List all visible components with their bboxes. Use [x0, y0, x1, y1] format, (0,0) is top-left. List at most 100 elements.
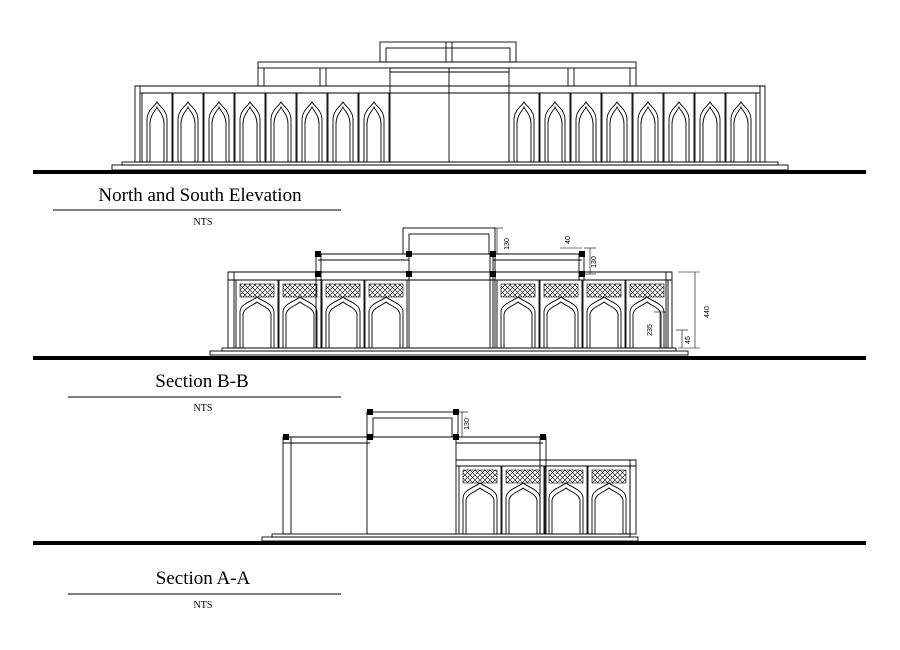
arch-outline	[575, 101, 597, 162]
arch-inner-outline	[702, 105, 718, 162]
arch-inner-outline	[733, 105, 749, 162]
arch-bay	[570, 92, 602, 163]
end-pillar	[759, 85, 766, 163]
arch-bay	[203, 92, 235, 163]
post-cap	[579, 271, 585, 277]
arch-outline	[637, 101, 659, 162]
post-cap	[315, 251, 321, 257]
post-cap	[315, 271, 321, 277]
lattice-screen	[325, 283, 361, 298]
lattice-screen	[239, 283, 275, 298]
lattice-screen	[462, 469, 498, 484]
dim-130-top: 130	[504, 238, 511, 250]
arch-outline	[730, 101, 752, 162]
arch-outline	[548, 482, 584, 534]
lattice-screen	[629, 283, 665, 298]
section-aa	[33, 409, 866, 545]
arch-inner-outline	[180, 105, 196, 162]
dim-130-aa: 130	[464, 418, 471, 430]
arch-inner-outline	[328, 301, 358, 348]
section-bb	[33, 227, 866, 360]
lattice-screen	[282, 283, 318, 298]
lattice-screen	[548, 469, 584, 484]
arch-bay	[587, 465, 631, 535]
dim-130-beam: 130	[591, 256, 598, 268]
elevation-scale-note: NTS	[194, 217, 213, 228]
arch-inner-outline	[366, 105, 382, 162]
arch-outline	[699, 101, 721, 162]
arch-inner-outline	[285, 301, 315, 348]
arch-outline	[208, 101, 230, 162]
post-cap	[406, 251, 412, 257]
arch-bay	[632, 92, 664, 163]
arch-bay	[327, 92, 359, 163]
arch-inner-outline	[589, 301, 619, 348]
end-pillar	[282, 436, 292, 535]
arch-inner-outline	[371, 301, 401, 348]
arch-inner-outline	[304, 105, 320, 162]
top-frame-inner	[372, 417, 453, 438]
arch-inner-outline	[242, 105, 258, 162]
arch-bay	[663, 92, 695, 163]
arch-bay	[235, 279, 279, 349]
arch-outline	[606, 101, 628, 162]
step	[111, 164, 789, 171]
arch-bay	[508, 92, 540, 163]
arch-outline	[282, 296, 318, 348]
post-cap	[367, 409, 373, 415]
dim-440: 440	[704, 306, 711, 318]
arch-inner-outline	[609, 105, 625, 162]
arch-bay	[625, 279, 669, 349]
central-block	[389, 67, 510, 163]
arch-bay	[296, 92, 328, 163]
pergola-beam	[257, 61, 637, 69]
arch-bay	[582, 279, 626, 349]
arch-bay	[364, 279, 408, 349]
arch-outline	[301, 101, 323, 162]
step	[221, 347, 677, 352]
lattice-screen	[543, 283, 579, 298]
lattice-screen	[500, 283, 536, 298]
arch-outline	[332, 101, 354, 162]
arch-bay	[501, 465, 545, 535]
arch-inner-outline	[503, 301, 533, 348]
arch-bay	[321, 279, 365, 349]
dim-40: 40	[565, 236, 572, 244]
dim-235: 235	[647, 324, 654, 336]
end-pillar	[227, 271, 235, 349]
arch-bay	[172, 92, 204, 163]
arch-inner-outline	[632, 301, 662, 348]
arch-bay	[544, 465, 588, 535]
arch-bay	[601, 92, 633, 163]
arch-outline	[363, 101, 385, 162]
lattice-screen	[591, 469, 627, 484]
north-south-elevation	[33, 41, 866, 174]
post-cap	[540, 434, 546, 440]
step	[209, 350, 689, 356]
section-aa-scale-note: NTS	[194, 600, 213, 611]
arch-inner-outline	[546, 301, 576, 348]
arch-outline	[239, 101, 261, 162]
arch-outline	[239, 296, 275, 348]
arch-outline	[544, 101, 566, 162]
top-frame	[379, 41, 517, 63]
end-pillar	[134, 85, 141, 163]
central-block	[366, 436, 457, 535]
arch-inner-outline	[335, 105, 351, 162]
arch-bay	[539, 279, 583, 349]
post-cap	[579, 251, 585, 257]
arch-inner-outline	[578, 105, 594, 162]
arch-outline	[586, 296, 622, 348]
arch-outline	[500, 296, 536, 348]
arch-outline	[668, 101, 690, 162]
arch-bay	[496, 279, 540, 349]
arch-outline	[462, 482, 498, 534]
arch-inner-outline	[508, 487, 538, 534]
step	[271, 533, 631, 538]
arch-outline	[270, 101, 292, 162]
arch-outline	[368, 296, 404, 348]
arch-bay	[539, 92, 571, 163]
top-frame	[366, 411, 459, 438]
arch-outline	[177, 101, 199, 162]
